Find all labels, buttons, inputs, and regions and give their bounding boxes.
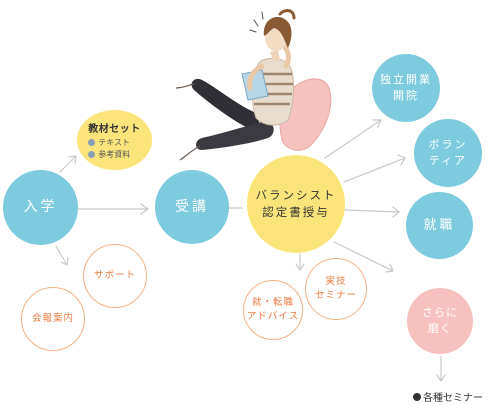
node-volunteer-line2: ティア <box>428 154 468 167</box>
arrow-center-to-shushoku <box>344 206 400 218</box>
bullet-dot-icon <box>88 139 96 147</box>
woman-reading-illustration <box>175 9 332 161</box>
node-shushoku: 就職 <box>406 192 473 259</box>
node-certificate-label: バランシスト 認定書授与 <box>256 187 337 222</box>
node-dokuritsu-label: 独立開業 開院 <box>380 72 432 105</box>
node-advice-line2: アドバイス <box>246 311 300 322</box>
node-nyugaku-label: 入学 <box>23 199 58 215</box>
kyozai-item: 参考資料 <box>88 149 141 161</box>
arrow-sarani-to-seminar <box>436 355 446 382</box>
node-certificate-line1: バランシスト <box>255 187 337 202</box>
node-dokuritsu-line1: 独立開業 <box>380 72 432 86</box>
arrow-nyugaku-to-jukou <box>77 203 149 215</box>
node-kaiho-label: 会報案内 <box>31 312 74 324</box>
node-jitsugi: 実技 セミナー <box>305 258 367 320</box>
arrow-nyugaku-to-kyozai <box>59 155 77 173</box>
kyozai-item: テキスト <box>88 137 141 149</box>
node-sarani-label: さらに 磨く <box>422 305 458 338</box>
arrow-nyugaku-to-support <box>55 245 69 266</box>
kyozai-title: 教材セット <box>88 123 141 135</box>
node-kaiho: 会報案内 <box>21 287 85 351</box>
node-shushoku-label: 就職 <box>423 217 456 233</box>
node-jukou: 受講 <box>155 170 229 244</box>
kyozai-item-label: 参考資料 <box>98 149 131 159</box>
node-advice-line1: 就・転職 <box>251 296 294 308</box>
node-certificate-line2: 認定書授与 <box>262 205 330 219</box>
node-dokuritsu-line2: 開院 <box>393 89 419 102</box>
node-volunteer: ボラン ティア <box>414 119 482 187</box>
node-support: サポート <box>83 244 147 308</box>
node-jitsugi-line2: セミナー <box>314 290 357 301</box>
node-kyozai: 教材セット テキスト 参考資料 <box>77 110 152 170</box>
node-volunteer-label: ボラン ティア <box>429 137 468 170</box>
bullet-icon <box>413 392 421 401</box>
kyozai-content: 教材セット テキスト 参考資料 <box>88 120 141 160</box>
node-dokuritsu: 独立開業 開院 <box>372 54 440 122</box>
node-nyugaku: 入学 <box>3 170 78 245</box>
node-sarani-line2: 磨く <box>428 322 452 335</box>
node-volunteer-line1: ボラン <box>428 137 468 151</box>
arrow-center-to-dokuritsu <box>324 119 382 159</box>
arrow-center-to-volunteer <box>343 154 406 183</box>
node-advice: 就・転職 アドバイス <box>243 280 303 340</box>
kyozai-item-label: テキスト <box>98 137 131 147</box>
node-jitsugi-line1: 実技 <box>325 275 347 287</box>
arrow-center-to-advice <box>295 253 305 271</box>
node-sarani: さらに 磨く <box>407 288 473 354</box>
node-certificate: バランシスト 認定書授与 <box>247 155 345 253</box>
node-advice-label: 就・転職 アドバイス <box>247 296 299 325</box>
node-support-label: サポート <box>93 269 136 281</box>
seminar-footnote: 各種セミナー <box>413 389 483 404</box>
seminar-label: 各種セミナー <box>423 393 483 404</box>
node-sarani-line1: さらに <box>422 305 458 319</box>
node-jukou-label: 受講 <box>175 198 209 215</box>
node-jitsugi-label: 実技 セミナー <box>315 275 357 304</box>
arrow-center-to-sarani <box>333 241 394 273</box>
bullet-dot-icon <box>88 150 96 158</box>
